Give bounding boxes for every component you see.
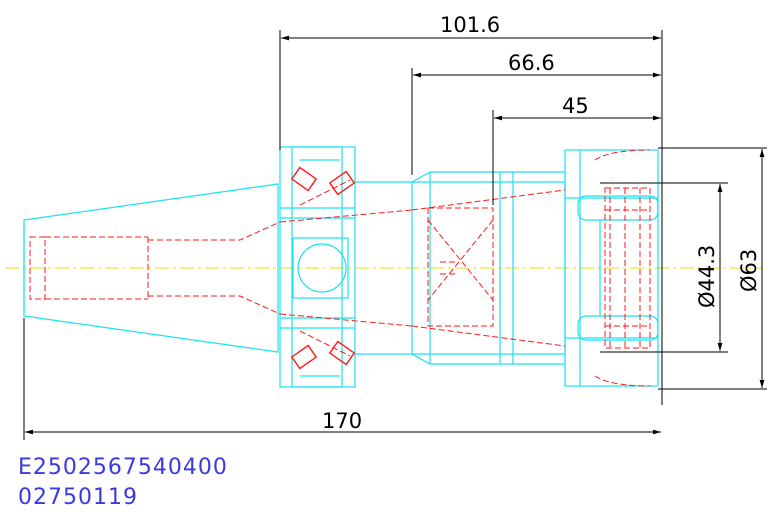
- tool-outline: [23, 146, 659, 388]
- dimension-lines: [23, 30, 767, 440]
- dim-length-101-6: 101.6: [440, 13, 500, 37]
- dim-length-170: 170: [322, 409, 362, 433]
- dim-length-66-6: 66.6: [508, 51, 555, 75]
- hidden-lines: [29, 149, 651, 387]
- dim-length-45: 45: [562, 94, 589, 118]
- dim-diameter-63: Ø63: [737, 249, 761, 292]
- part-code-line-1: E2502567540400: [18, 455, 228, 480]
- dim-diameter-44-3: Ø44.3: [695, 245, 719, 308]
- part-code-line-2: 02750119: [18, 485, 138, 510]
- drive-keys: [290, 166, 356, 370]
